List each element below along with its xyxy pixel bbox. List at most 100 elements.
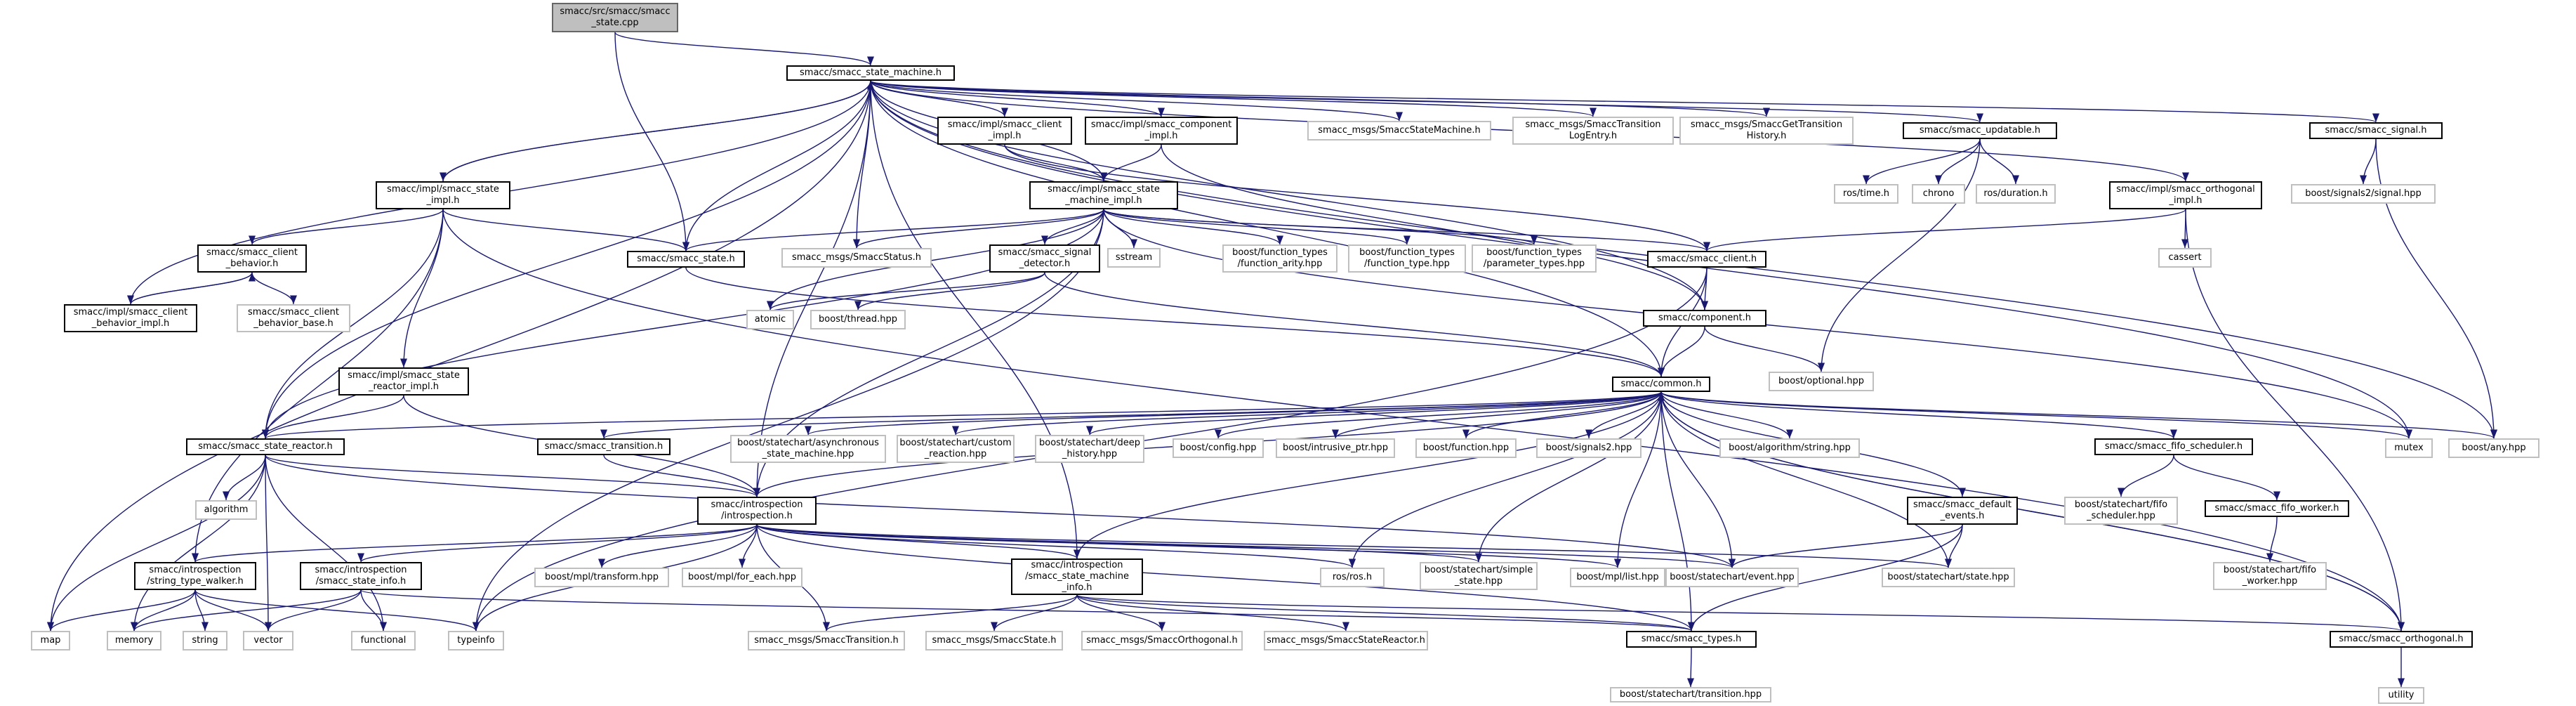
node-string: string bbox=[183, 631, 227, 651]
node-msg-status: smacc_msgs/SmaccStatus.h bbox=[781, 248, 932, 268]
node-ft-param: boost/function_types /parameter_types.hp… bbox=[1472, 244, 1597, 273]
node-algo-string: boost/algorithm/string.hpp bbox=[1719, 438, 1860, 458]
node-mpl-transform: boost/mpl/transform.hpp bbox=[534, 568, 669, 587]
edge-orth-impl-to-client-h bbox=[1703, 209, 2186, 251]
node-client-impl[interactable]: smacc/impl/smacc_client _impl.h bbox=[937, 117, 1072, 145]
edge-signal-detector-to-common bbox=[1044, 272, 1665, 377]
node-algorithm: algorithm bbox=[195, 500, 257, 520]
edge-common-to-mpl-list bbox=[1613, 391, 1662, 568]
edge-common-to-ros-ros bbox=[1349, 391, 1662, 568]
node-orth-impl[interactable]: smacc/impl/smacc_orthogonal _impl.h bbox=[2109, 181, 2262, 209]
edge-sm-to-state-h bbox=[682, 80, 871, 251]
edge-ssi-to-vector bbox=[265, 589, 362, 632]
edge-updatable-to-ros-duration bbox=[1979, 138, 2020, 185]
edge-signal-to-boost-signals2-signal bbox=[2359, 138, 2377, 185]
edge-sm-to-component-h bbox=[870, 80, 1708, 310]
node-sm[interactable]: smacc/smacc_state_machine.h bbox=[786, 65, 955, 81]
edge-introspection-to-sc-event bbox=[756, 524, 1736, 568]
edge-sm-to-component-impl bbox=[870, 80, 1165, 117]
edge-sm-to-signal bbox=[870, 80, 2379, 123]
node-cb-impl[interactable]: smacc/impl/smacc_client _behavior_impl.h bbox=[64, 304, 197, 332]
node-root[interactable]: smacc/src/smacc/smacc _state.cpp bbox=[552, 3, 678, 32]
edge-sm-to-common bbox=[870, 80, 1665, 377]
edge-root-to-sm bbox=[614, 32, 874, 66]
node-component-impl[interactable]: smacc/impl/smacc_component _impl.h bbox=[1085, 117, 1238, 145]
edge-sm-to-msg-gettrans bbox=[870, 80, 1770, 117]
edge-introspection-to-mpl-list bbox=[756, 524, 1621, 568]
node-state-h[interactable]: smacc/smacc_state.h bbox=[627, 251, 745, 268]
edge-fifo-worker-to-sc-fifo-worker bbox=[2266, 516, 2278, 563]
node-introspection[interactable]: smacc/introspection /introspection.h bbox=[697, 497, 817, 525]
node-vector: vector bbox=[243, 631, 293, 651]
node-sc-transition: boost/statechart/transition.hpp bbox=[1610, 687, 1771, 702]
edge-transition-h-to-introspection bbox=[603, 455, 760, 497]
edge-sm-impl-to-ft-arity bbox=[1103, 209, 1283, 245]
edge-component-impl-to-sm-impl bbox=[1100, 144, 1162, 182]
edge-client-behavior-to-cb-base bbox=[251, 272, 298, 305]
node-transition-h[interactable]: smacc/smacc_transition.h bbox=[537, 438, 671, 455]
edge-cb-impl-to-client-behavior bbox=[130, 272, 256, 305]
edge-component-impl-to-component-h bbox=[1161, 144, 1708, 310]
node-ssi[interactable]: smacc/introspection /smacc_state_info.h bbox=[300, 562, 422, 590]
edge-smi-to-msg-orth bbox=[1076, 594, 1165, 632]
edge-common-to-sc-state bbox=[1660, 391, 1952, 568]
node-sstream: sstream bbox=[1107, 248, 1161, 268]
node-boost-config: boost/config.hpp bbox=[1173, 438, 1264, 458]
edge-state-impl-to-sm bbox=[442, 80, 874, 182]
node-client-behavior[interactable]: smacc/smacc_client _behavior.h bbox=[197, 244, 307, 273]
node-fifo-scheduler[interactable]: smacc/smacc_fifo_scheduler.h bbox=[2094, 438, 2253, 455]
node-boost-signals2: boost/signals2.hpp bbox=[1536, 438, 1642, 458]
edge-introspection-to-stw bbox=[192, 524, 758, 563]
edge-sm-to-msg-translog bbox=[870, 80, 1597, 117]
node-fifo-worker[interactable]: smacc/smacc_fifo_worker.h bbox=[2205, 500, 2349, 517]
edge-sm-impl-to-client-h bbox=[1103, 209, 1710, 251]
node-sm-impl[interactable]: smacc/impl/smacc_state _machine_impl.h bbox=[1029, 181, 1178, 209]
node-component-h[interactable]: smacc/component.h bbox=[1643, 310, 1766, 327]
node-atomic: atomic bbox=[746, 310, 794, 329]
edge-updatable-to-chrono bbox=[1934, 138, 1981, 185]
node-ft-arity: boost/function_types /function_arity.hpp bbox=[1222, 244, 1337, 273]
node-sc-event: boost/statechart/event.hpp bbox=[1665, 568, 1799, 587]
edge-sm-impl-to-ft-type bbox=[1103, 209, 1411, 245]
node-updatable[interactable]: smacc/smacc_updatable.h bbox=[1903, 122, 2057, 139]
node-custom-reaction: boost/statechart/custom _reaction.hpp bbox=[897, 435, 1015, 463]
edge-smi-to-msg-reactor bbox=[1076, 594, 1349, 632]
node-signal-detector[interactable]: smacc/smacc_signal _detector.h bbox=[989, 244, 1100, 273]
edge-component-h-to-common bbox=[1657, 326, 1705, 377]
node-state-impl[interactable]: smacc/impl/smacc_state _impl.h bbox=[376, 181, 510, 209]
edge-reactor-h-to-algorithm bbox=[222, 455, 266, 501]
edge-fifo-scheduler-to-fifo-worker bbox=[2173, 455, 2280, 501]
edge-common-to-sc-event bbox=[1660, 391, 1736, 568]
edge-sm-impl-to-signal-detector bbox=[1041, 209, 1104, 245]
node-common[interactable]: smacc/common.h bbox=[1612, 377, 1710, 392]
node-reactor-h[interactable]: smacc/smacc_state_reactor.h bbox=[186, 438, 345, 455]
node-sc-fifo-scheduler: boost/statechart/fifo _scheduler.hpp bbox=[2064, 497, 2178, 525]
edge-default-events-to-types-h bbox=[1688, 524, 1963, 632]
edge-introspection-to-ssi bbox=[357, 524, 758, 563]
edge-smi-to-orthogonal-h bbox=[1076, 594, 2404, 632]
node-chrono: chrono bbox=[1912, 184, 1965, 204]
edge-state-impl-to-state-h bbox=[442, 209, 689, 251]
node-default-events[interactable]: smacc/smacc_default _events.h bbox=[1907, 497, 2018, 525]
edge-introspection-to-mpl-foreach bbox=[738, 524, 758, 568]
edge-common-to-algo-string bbox=[1660, 391, 1793, 439]
node-signal[interactable]: smacc/smacc_signal.h bbox=[2309, 122, 2443, 139]
node-smi[interactable]: smacc/introspection /smacc_state_machine… bbox=[1011, 558, 1143, 595]
node-ft-type: boost/function_types /function_type.hpp bbox=[1348, 244, 1466, 273]
node-client-h[interactable]: smacc/smacc_client.h bbox=[1647, 251, 1766, 268]
edge-state-impl-to-reactor-h bbox=[261, 209, 444, 439]
node-types-h[interactable]: smacc/smacc_types.h bbox=[1626, 631, 1757, 648]
edge-root-to-state-h bbox=[614, 32, 690, 251]
edge-common-to-fifo-scheduler bbox=[1660, 391, 2177, 439]
node-stw[interactable]: smacc/introspection /string_type_walker.… bbox=[134, 562, 256, 590]
edge-ssi-to-functional bbox=[360, 589, 388, 632]
node-typeinfo: typeinfo bbox=[448, 631, 504, 651]
edge-default-events-to-sc-event bbox=[1729, 524, 1963, 568]
node-mpl-foreach: boost/mpl/for_each.hpp bbox=[682, 568, 802, 587]
edge-common-to-mutex bbox=[1660, 391, 2412, 439]
node-reactor-impl[interactable]: smacc/impl/smacc_state _reactor_impl.h bbox=[338, 367, 469, 396]
edge-ssi-to-types-h bbox=[360, 589, 1695, 632]
edge-state-impl-to-reactor-impl bbox=[399, 209, 444, 368]
node-orthogonal-h[interactable]: smacc/smacc_orthogonal.h bbox=[2330, 631, 2473, 648]
edge-sm-impl-to-msg-status bbox=[853, 209, 1104, 249]
